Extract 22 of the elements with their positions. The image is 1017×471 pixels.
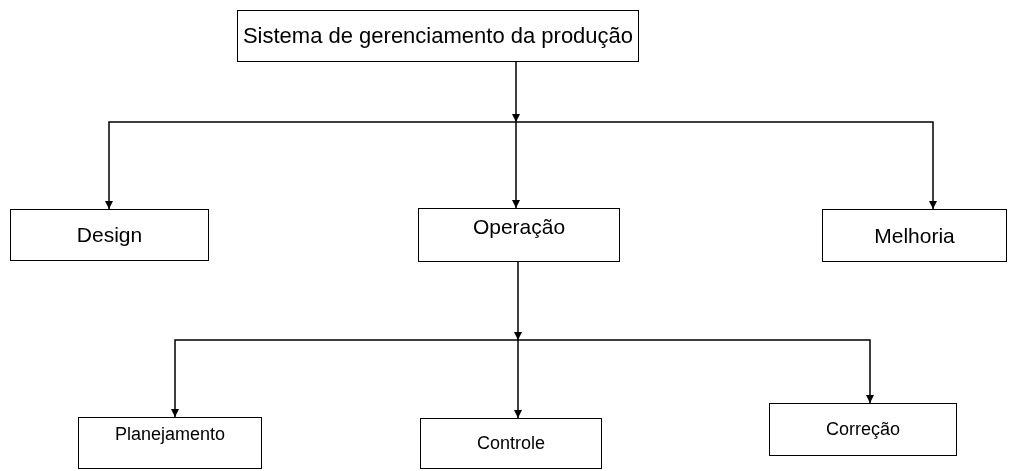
process-box: [237, 10, 639, 62]
box-label: Design: [76, 223, 143, 247]
arrow: [171, 339, 519, 418]
box-label: Correção: [826, 419, 900, 440]
process-box: [78, 417, 262, 469]
arrow: [514, 339, 522, 419]
box-label: Operação: [472, 215, 566, 239]
process-box: [420, 418, 602, 469]
connector-line: [512, 61, 520, 123]
box-label: Sistema de gerenciamento da produção: [242, 23, 634, 49]
process-box: [10, 209, 209, 261]
arrow: [105, 121, 517, 210]
process-box: [418, 208, 620, 262]
process-box: [822, 209, 1007, 262]
box-label: Planejamento: [114, 424, 226, 445]
connector-line: [514, 261, 522, 341]
box-label: Melhoria: [874, 223, 955, 248]
process-box: [769, 403, 957, 456]
arrow: [515, 121, 937, 210]
box-label: Controle: [476, 433, 545, 454]
arrow: [517, 339, 874, 404]
arrow: [512, 121, 520, 209]
